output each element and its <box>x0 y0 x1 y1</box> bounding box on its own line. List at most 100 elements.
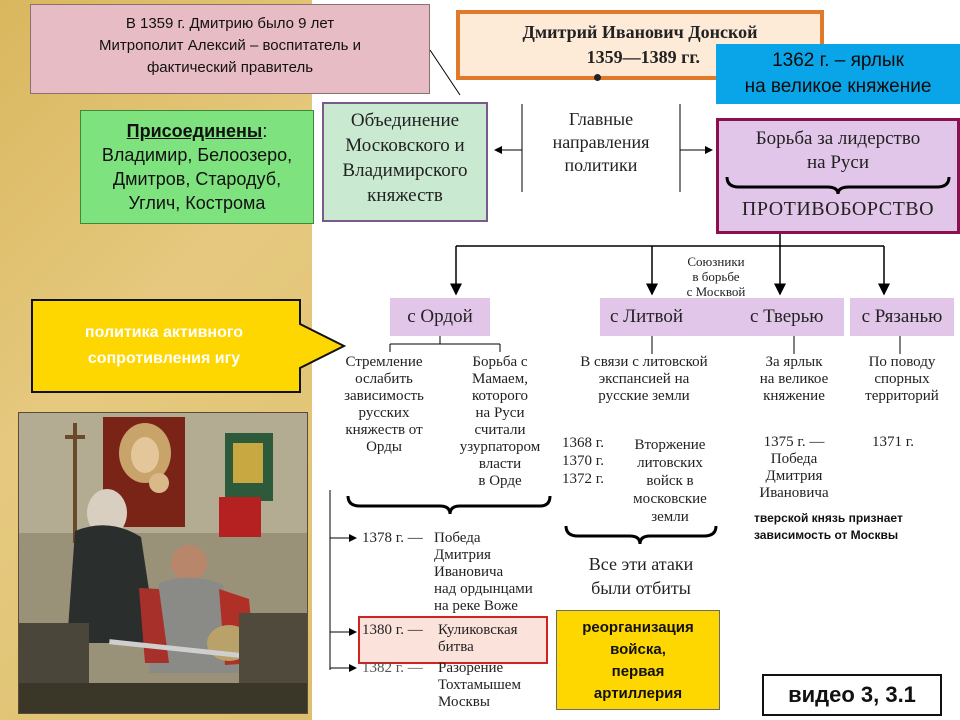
main-directions-line-3: политики <box>526 154 676 177</box>
army-line-4: артиллерия <box>561 683 715 705</box>
tver-event-line: Победа <box>742 451 846 468</box>
horde-col2-line: которого <box>446 388 554 405</box>
leadership-box: Борьба за лидерство на Руси ПРОТИВОБОРСТ… <box>716 118 960 234</box>
ryazan-line: спорных <box>850 371 954 388</box>
horde-col2-line: в Орде <box>446 473 554 490</box>
lithuania-line: экспансией на <box>566 371 722 388</box>
army-line-1: реорганизация <box>561 617 715 639</box>
main-directions-line-1: Главные <box>526 108 676 131</box>
timeline-1378-text: Победа Дмитрия Ивановича над ордынцами н… <box>434 530 560 615</box>
horde-col2-line: Мамаем, <box>446 371 554 388</box>
invasion-line: литовских <box>622 454 718 472</box>
timeline-1378-year: 1378 г. — <box>362 530 438 547</box>
tver-text: За ярлык на великое княжение <box>742 354 846 405</box>
policy-line-1: политика активного <box>36 320 292 346</box>
timeline-1382-year: 1382 г. — <box>362 660 438 677</box>
tver-line: княжение <box>742 388 846 405</box>
tver-event-line: Дмитрия <box>742 468 846 485</box>
title-dot <box>594 74 601 81</box>
invasion-line: земли <box>622 508 718 526</box>
timeline-1380-year: 1380 г. — <box>362 622 438 639</box>
video-label[interactable]: видео 3, 3.1 <box>762 674 942 716</box>
lithuania-year: 1368 г. <box>562 434 622 452</box>
main-directions: Главные направления политики <box>526 108 676 178</box>
leadership-line-1: Борьба за лидерство <box>723 127 953 151</box>
lithuania-line: русские земли <box>566 388 722 405</box>
horde-col2-line: считали <box>446 422 554 439</box>
invasion-line: Вторжение <box>622 436 718 454</box>
allies-line-1: Союзники <box>664 254 768 269</box>
tver-note-line: зависимость от Москвы <box>754 527 958 544</box>
timeline-1378-line: Ивановича <box>434 564 560 581</box>
category-lithuania: с Литвой <box>610 298 700 336</box>
intro-line-3: фактический правитель <box>41 57 419 79</box>
lithuania-year: 1370 г. <box>562 452 622 470</box>
yarlyk-line-2: на великое княжение <box>722 74 954 100</box>
unification-box: Объединение Московского и Владимирского … <box>322 102 488 222</box>
category-ryazan: с Рязанью <box>850 298 954 336</box>
annexed-heading-colon: : <box>262 121 267 141</box>
timeline-1382-line: Разорение <box>438 660 546 677</box>
annexed-heading-text: Присоединены <box>127 121 263 141</box>
horde-col2-line: на Руси <box>446 405 554 422</box>
annexed-heading: Присоединены: <box>87 119 307 143</box>
annexed-line-3: Углич, Кострома <box>87 191 307 215</box>
repelled-line: были отбиты <box>566 576 716 600</box>
timeline-1382-line: Тохтамышем <box>438 677 546 694</box>
horde-col2-line: власти <box>446 456 554 473</box>
unification-line-2: Московского и <box>326 133 484 158</box>
timeline-1380-line: битва <box>438 639 546 656</box>
unification-line-3: Владимирского <box>326 158 484 183</box>
unification-line-1: Объединение <box>326 108 484 133</box>
policy-arrow-text: политика активного сопротивления игу <box>36 320 292 372</box>
tver-note: тверской князь признает зависимость от М… <box>754 510 958 544</box>
horde-col-2: Борьба с Мамаем, которого на Руси считал… <box>446 354 554 490</box>
lithuania-line: В связи с литовской <box>566 354 722 371</box>
repelled-line: Все эти атаки <box>566 552 716 576</box>
ryazan-line: территорий <box>850 388 954 405</box>
main-directions-line-2: направления <box>526 131 676 154</box>
intro-line-1: В 1359 г. Дмитрию было 9 лет <box>41 13 419 35</box>
unification-line-4: княжеств <box>326 183 484 208</box>
timeline-1378-line: на реке Воже <box>434 598 560 615</box>
timeline-1378-line: Победа <box>434 530 560 547</box>
policy-line-2: сопротивления игу <box>36 346 292 372</box>
annexed-line-1: Владимир, Белоозеро, <box>87 143 307 167</box>
timeline-1378-line: над ордынцами <box>434 581 560 598</box>
intro-line-2: Митрополит Алексий – воспитатель и <box>41 35 419 57</box>
painting <box>18 412 308 714</box>
category-horde: с Ордой <box>390 298 490 336</box>
timeline-1382-line: Москвы <box>438 694 546 711</box>
timeline-1378-line: Дмитрия <box>434 547 560 564</box>
timeline-1380-line: Куликовская <box>438 622 546 639</box>
category-tver: с Тверью <box>750 298 842 336</box>
army-line-3: первая <box>561 661 715 683</box>
tver-note-line: тверской князь признает <box>754 510 958 527</box>
intro-box: В 1359 г. Дмитрию было 9 лет Митрополит … <box>30 4 430 94</box>
tver-event: 1375 г. — Победа Дмитрия Ивановича <box>742 434 846 502</box>
army-box: реорганизация войска, первая артиллерия <box>556 610 720 710</box>
lithuania-years: 1368 г. 1370 г. 1372 г. <box>562 434 622 488</box>
leadership-brace <box>723 175 953 195</box>
allies-line-2: в борьбе <box>664 269 768 284</box>
horde-col1-line: русских <box>330 405 438 422</box>
annexed-line-2: Дмитров, Стародуб, <box>87 167 307 191</box>
ryazan-line: По поводу <box>850 354 954 371</box>
invasion-line: войск в <box>622 472 718 490</box>
leadership-line-2: на Руси <box>723 151 953 175</box>
horde-col2-line: Борьба с <box>446 354 554 371</box>
horde-col1-line: княжеств от <box>330 422 438 439</box>
ryazan-text: По поводу спорных территорий <box>850 354 954 405</box>
tver-line: За ярлык <box>742 354 846 371</box>
lithuania-invasion: Вторжение литовских войск в московские з… <box>622 436 718 526</box>
horde-col2-line: узурпатором <box>446 439 554 456</box>
allies-line-3: с Москвой <box>664 284 768 299</box>
leadership-line-3: ПРОТИВОБОРСТВО <box>723 195 953 223</box>
title-name: Дмитрий Иванович Донской <box>470 22 810 43</box>
painting-art <box>19 413 308 714</box>
lithuania-repelled: Все эти атаки были отбиты <box>566 552 716 600</box>
annexed-box: Присоединены: Владимир, Белоозеро, Дмитр… <box>80 110 314 224</box>
invasion-line: московские <box>622 490 718 508</box>
ryazan-year: 1371 г. <box>872 434 942 451</box>
tver-event-line: Ивановича <box>742 485 846 502</box>
